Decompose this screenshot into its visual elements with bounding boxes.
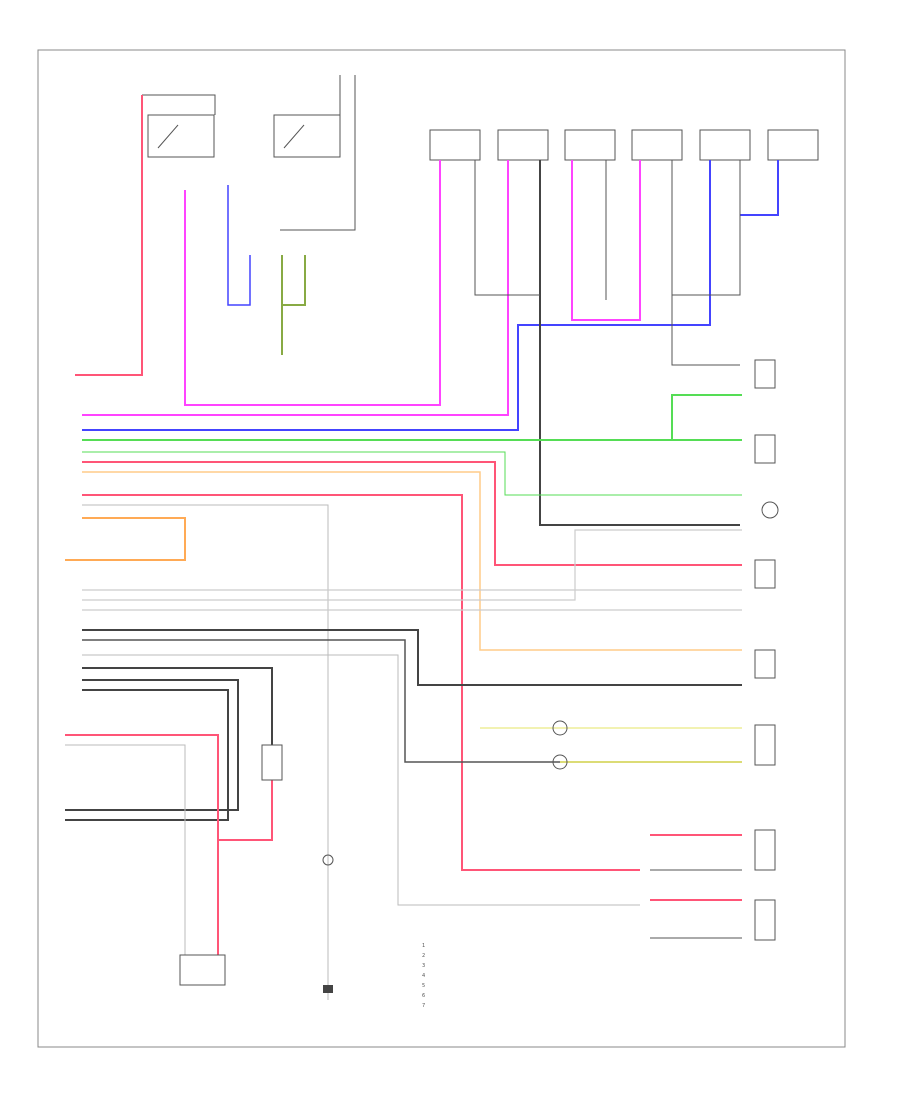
wire-gray-2 [82,529,742,601]
wire-dark-2 [474,160,540,296]
fuse-block [261,744,283,781]
connector-box-5 [699,129,751,161]
wire-dark-10 [65,689,229,821]
wire-blue-1 [82,160,711,431]
lamp-yellow-1 [552,720,568,736]
wire-green-branch [671,394,742,440]
wire-red-lower [65,734,219,960]
legend-item-6: 6 [422,993,425,999]
connector-box-4 [631,129,683,161]
switch-r8 [754,899,776,941]
wire-top-right-2 [280,75,356,231]
switch-r6 [754,724,776,766]
switch-r5 [754,649,776,679]
wire-dark-8 [82,667,273,745]
wire-red-top-left [75,95,143,376]
relay-box-right [273,114,341,158]
wire-blue-2 [740,160,779,216]
lamp-r3 [761,501,779,519]
wire-magenta-2 [82,160,509,416]
relay-switch-left [157,124,179,149]
wire-dark-4 [671,160,740,366]
wire-gray-4 [82,654,640,906]
legend-item-4: 4 [422,973,425,979]
wire-red-lower-2 [218,780,273,841]
relay-box-left [147,114,215,158]
ground-terminal [323,985,333,993]
legend-item-7: 7 [422,1003,425,1009]
switch-r1 [754,359,776,389]
wire-dark-9 [65,679,239,811]
legend: 1 2 3 4 5 6 7 [422,943,425,1009]
wire-gray-lower [65,744,186,960]
bottom-connector-left [179,954,226,986]
wire-top-left [142,94,216,115]
legend-item-3: 3 [422,963,425,969]
switch-r7 [754,829,776,871]
lamp-center [322,854,334,866]
legend-item-1: 1 [422,943,425,949]
wire-orange-main [65,517,186,561]
wire-dark-6 [82,629,742,686]
connector-box-1 [429,129,481,161]
diagram-frame [37,49,846,1048]
connector-box-6 [767,129,819,161]
connector-box-2 [497,129,549,161]
wire-dark-5 [672,160,741,296]
wire-red-long [82,494,640,871]
legend-item-5: 5 [422,983,425,989]
top-connectors [429,129,819,161]
relay-switch-right [283,124,305,149]
wire-orange-thin [82,471,742,651]
wire-red-main [82,461,742,566]
wire-olive-2 [282,255,306,306]
wire-magenta-3 [571,160,641,321]
switch-r2 [754,434,776,464]
wire-dark-7 [82,639,742,763]
legend-item-2: 2 [422,953,425,959]
wire-green-thin [82,451,742,496]
wire-gray-down [82,504,329,1000]
wire-dark-1 [539,160,740,526]
switch-r4 [754,559,776,589]
wire-blue-small [227,185,251,306]
connector-box-3 [564,129,616,161]
wire-magenta-1 [184,160,441,406]
lamp-yellow-2 [552,754,568,770]
right-components [754,359,779,941]
